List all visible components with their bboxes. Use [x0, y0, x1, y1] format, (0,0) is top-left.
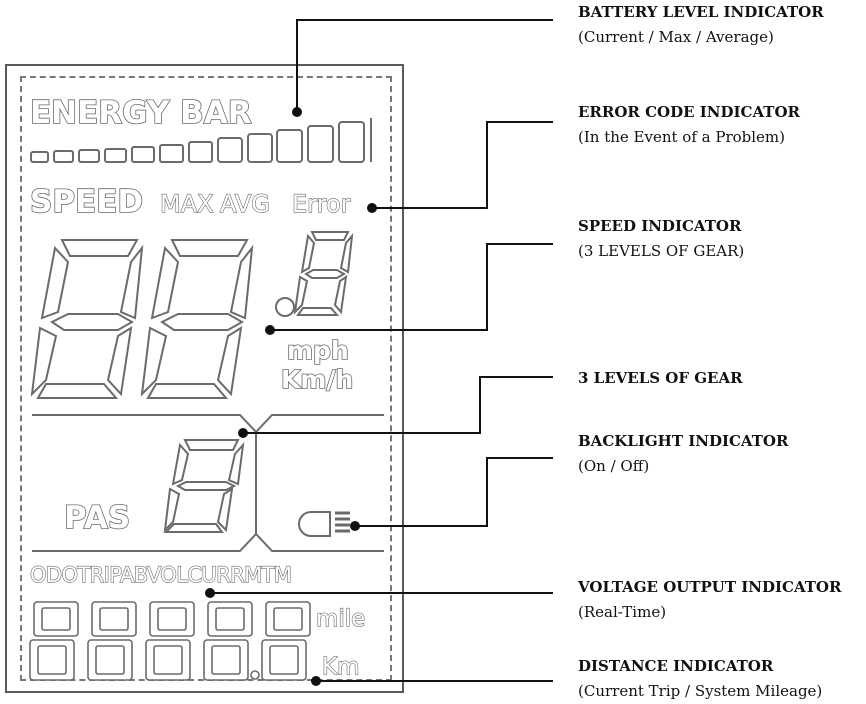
energy-segment-2	[53, 150, 74, 163]
gear-digit	[163, 439, 245, 533]
upper-divider	[32, 414, 384, 434]
speed-indicator-title: SPEED INDICATOR	[578, 217, 742, 235]
backlight-title: BACKLIGHT INDICATOR	[578, 432, 789, 450]
distance-title: DISTANCE INDICATOR	[578, 657, 774, 675]
callout-backlight	[355, 457, 553, 527]
energy-segment-11	[307, 125, 334, 163]
callout-gear	[243, 376, 553, 434]
battery-level-subtitle: (Current / Max / Average)	[578, 28, 774, 46]
energy-segment-7	[188, 141, 213, 163]
lower-divider	[32, 532, 384, 552]
energy-segment-10	[276, 129, 303, 163]
odometer-digit-5	[261, 601, 311, 681]
energy-segment-12	[338, 121, 365, 163]
error-code-subtitle: (In the Event of a Problem)	[578, 128, 786, 146]
callout-speed	[270, 243, 553, 331]
callout-battery	[296, 19, 553, 112]
speed-indicator-subtitle: (3 LEVELS OF GEAR)	[578, 242, 745, 260]
backlight-subtitle: (On / Off)	[578, 457, 650, 475]
unit-mile: mile	[315, 605, 366, 632]
unit-mph: mph	[286, 335, 349, 366]
backlight-rays	[335, 511, 350, 533]
pas-label: PAS	[63, 499, 131, 537]
energy-segment-4	[104, 148, 127, 163]
speed-digit-decimal	[293, 231, 354, 316]
distance-subtitle: (Current Trip / System Mileage)	[578, 682, 823, 700]
speed-digit-1	[30, 239, 144, 399]
energy-segment-1	[30, 151, 49, 163]
odometer-digit-4	[203, 601, 253, 681]
callout-dots	[205, 107, 377, 686]
energy-segment-8	[217, 137, 243, 163]
max-label: MAX	[159, 189, 214, 218]
odometer-digit-2	[87, 601, 137, 681]
voltage-output-title: VOLTAGE OUTPUT INDICATOR	[578, 578, 842, 596]
energy-segment-6	[159, 144, 184, 163]
speed-label: SPEED	[29, 183, 144, 221]
odometer-digit-1	[29, 601, 79, 681]
battery-level-title: BATTERY LEVEL INDICATOR	[578, 3, 824, 21]
odometer-modes: ODOTRIPABVOLCURRMTM	[29, 562, 292, 587]
energy-segment-5	[131, 146, 155, 163]
callout-lines	[210, 19, 553, 682]
decimal-point	[275, 297, 295, 317]
energy-bar-label: ENERGY BAR	[29, 94, 252, 132]
speed-digit-2	[140, 239, 254, 399]
unit-kmh: Km/h	[280, 364, 354, 395]
odometer-decimal-point	[250, 670, 260, 680]
backlight-icon	[298, 511, 331, 537]
callout-error	[372, 121, 553, 209]
unit-km: Km	[321, 653, 360, 680]
voltage-output-subtitle: (Real-Time)	[578, 603, 667, 621]
odometer-digits	[29, 601, 311, 681]
energy-bar-segments	[30, 121, 365, 163]
energy-segment-3	[78, 149, 100, 163]
odometer-digit-3	[145, 601, 195, 681]
error-code-title: ERROR CODE INDICATOR	[578, 103, 800, 121]
gear-levels-title: 3 LEVELS OF GEAR	[578, 369, 743, 387]
lcd-display-frame	[5, 64, 404, 693]
energy-segment-9	[247, 133, 273, 163]
avg-label: AVG	[219, 189, 270, 218]
error-label: Error	[291, 189, 351, 218]
